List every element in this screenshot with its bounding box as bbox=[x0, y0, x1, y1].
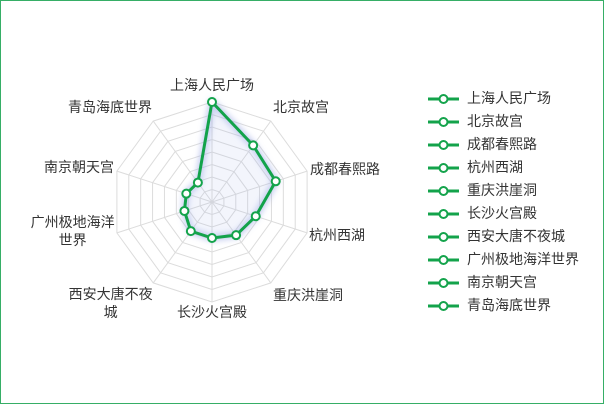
radar-chart bbox=[116, 97, 308, 303]
line-circle-icon bbox=[428, 93, 459, 104]
axis-label: 上海人民广场 bbox=[170, 78, 254, 94]
legend-label: 重庆洪崖洞 bbox=[467, 182, 537, 199]
legend-item[interactable]: 杭州西湖 bbox=[427, 156, 579, 179]
axis-label: 重庆洪崖洞 bbox=[273, 288, 343, 304]
axis-label: 广州极地海洋世界 bbox=[30, 215, 115, 249]
axis-label: 长沙火宫殿 bbox=[177, 305, 247, 321]
line-circle-icon bbox=[428, 139, 459, 150]
legend-label: 北京故宫 bbox=[467, 113, 523, 130]
legend-label: 长沙火宫殿 bbox=[467, 205, 537, 222]
axis-label: 杭州西湖 bbox=[309, 228, 365, 244]
legend-label: 青岛海底世界 bbox=[467, 297, 551, 314]
legend-item[interactable]: 西安大唐不夜城 bbox=[427, 225, 579, 248]
legend-item[interactable]: 长沙火宫殿 bbox=[427, 202, 579, 225]
data-point bbox=[231, 230, 242, 241]
legend-label: 杭州西湖 bbox=[467, 159, 523, 176]
data-point bbox=[207, 97, 217, 107]
data-point bbox=[179, 205, 190, 216]
legend-item[interactable]: 上海人民广场 bbox=[427, 87, 579, 110]
line-circle-icon bbox=[428, 254, 459, 265]
legend-label: 南京朝天宫 bbox=[467, 274, 537, 291]
line-circle-icon bbox=[428, 116, 459, 127]
legend-item[interactable]: 南京朝天宫 bbox=[427, 271, 579, 294]
data-point bbox=[250, 211, 261, 222]
legend-label: 成都春熙路 bbox=[467, 136, 537, 153]
line-circle-icon bbox=[428, 300, 459, 311]
legend-item[interactable]: 北京故宫 bbox=[427, 110, 579, 133]
legend-item[interactable]: 青岛海底世界 bbox=[427, 294, 579, 317]
data-point bbox=[181, 188, 192, 199]
data-point bbox=[248, 140, 259, 151]
legend-item[interactable]: 广州极地海洋世界 bbox=[427, 248, 579, 271]
line-circle-icon bbox=[428, 208, 459, 219]
axis-label: 北京故宫 bbox=[273, 100, 329, 116]
data-point bbox=[207, 233, 217, 243]
legend-item[interactable]: 重庆洪崖洞 bbox=[427, 179, 579, 202]
data-point bbox=[185, 226, 196, 237]
axis-label: 青岛海底世界 bbox=[68, 100, 152, 116]
line-circle-icon bbox=[428, 231, 459, 242]
axis-label: 成都春熙路 bbox=[310, 162, 380, 178]
legend-label: 广州极地海洋世界 bbox=[467, 251, 579, 268]
line-circle-icon bbox=[428, 277, 459, 288]
axis-label: 西安大唐不夜城 bbox=[68, 287, 153, 321]
line-circle-icon bbox=[428, 162, 459, 173]
legend-label: 上海人民广场 bbox=[467, 90, 551, 107]
axis-label: 南京朝天宫 bbox=[44, 160, 114, 176]
line-circle-icon bbox=[428, 185, 459, 196]
legend-label: 西安大唐不夜城 bbox=[467, 228, 565, 245]
data-point bbox=[270, 176, 281, 187]
legend: 上海人民广场 北京故宫 成都春熙路 杭州西湖 重庆洪崖洞 长沙火宫殿 西安大唐不… bbox=[427, 87, 579, 317]
legend-item[interactable]: 成都春熙路 bbox=[427, 133, 579, 156]
data-point bbox=[192, 177, 203, 188]
